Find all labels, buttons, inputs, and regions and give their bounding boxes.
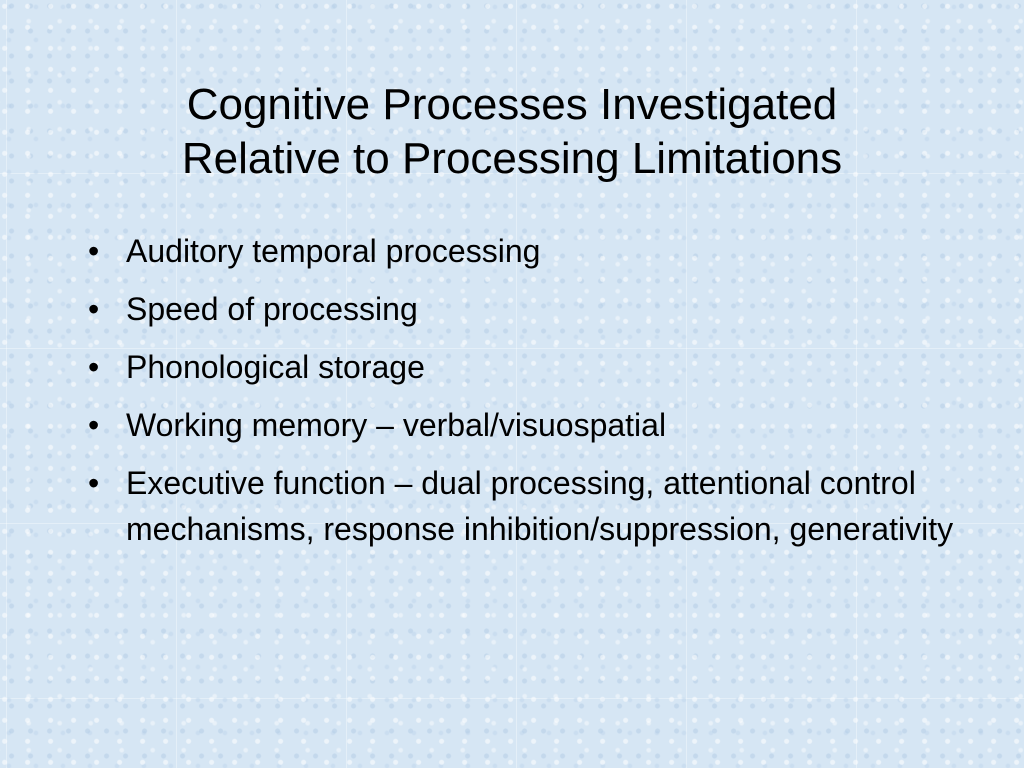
bullet-item: • Auditory temporal processing bbox=[88, 228, 968, 274]
bullet-text: Speed of processing bbox=[126, 291, 418, 327]
slide-title-line-2: Relative to Processing Limitations bbox=[181, 134, 843, 183]
bullet-dot-icon: • bbox=[88, 349, 100, 385]
bullet-item: • Speed of processing bbox=[88, 286, 968, 332]
bullet-dot-icon: • bbox=[88, 465, 100, 501]
bullet-text: Executive function – dual processing, at… bbox=[126, 465, 954, 547]
bullet-list: • Auditory temporal processing • Speed o… bbox=[88, 228, 968, 564]
slide-title: Cognitive Processes Investigated Relativ… bbox=[0, 78, 1024, 186]
bullet-text: Working memory – verbal/visuospatial bbox=[126, 407, 667, 443]
bullet-item: • Phonological storage bbox=[88, 344, 968, 390]
bullet-item: • Executive function – dual processing, … bbox=[88, 460, 968, 552]
bullet-dot-icon: • bbox=[88, 233, 100, 269]
bullet-text: Phonological storage bbox=[126, 349, 425, 385]
bullet-item: • Working memory – verbal/visuospatial bbox=[88, 402, 968, 448]
bullet-text: Auditory temporal processing bbox=[126, 233, 541, 269]
bullet-dot-icon: • bbox=[88, 291, 100, 327]
slide-title-line-1: Cognitive Processes Investigated bbox=[186, 80, 838, 129]
bullet-dot-icon: • bbox=[88, 407, 100, 443]
